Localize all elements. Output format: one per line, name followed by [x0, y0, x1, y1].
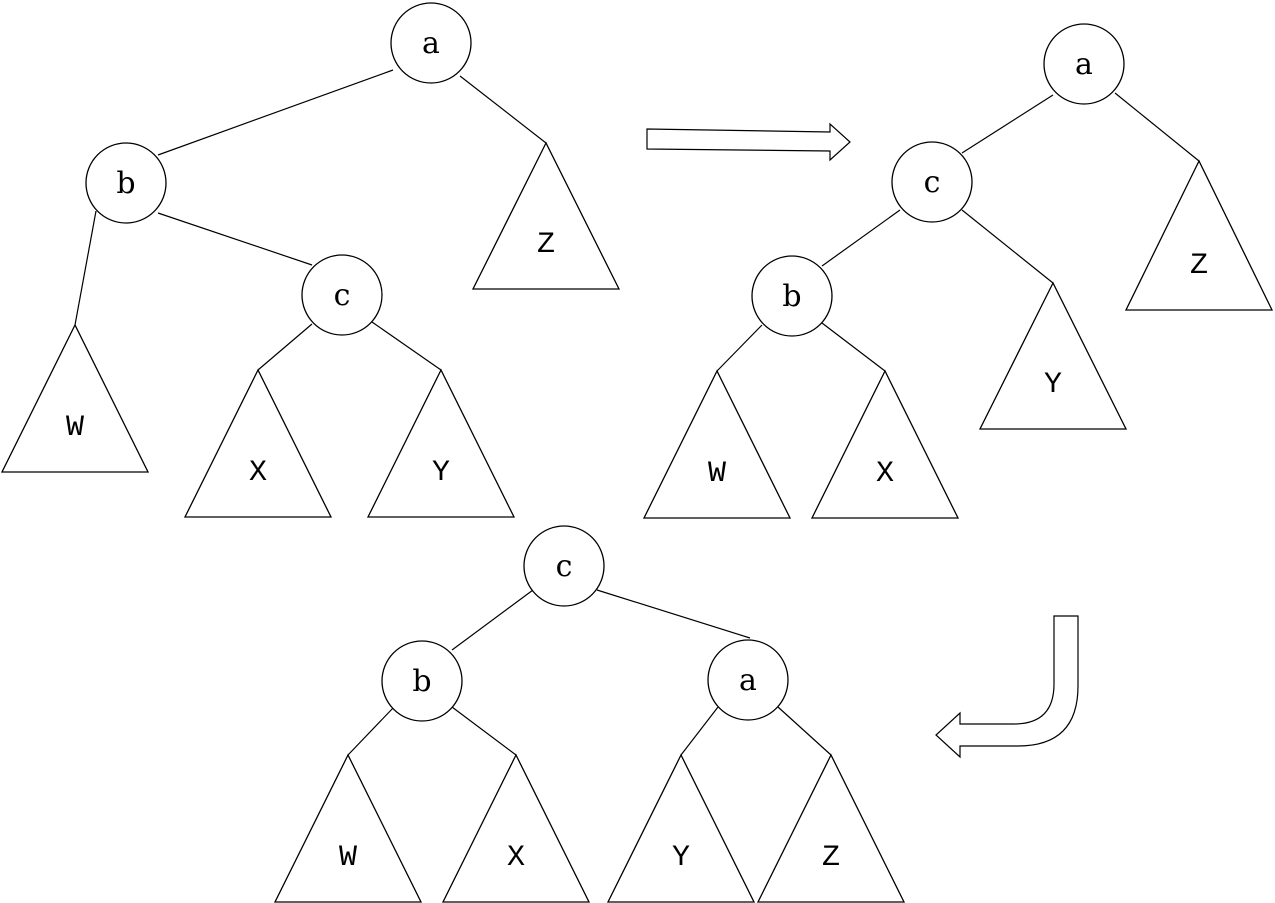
subtree-x-label: X — [876, 457, 894, 491]
edge-c-y — [961, 209, 1054, 284]
stage3-tree: c b a W X Y Z — [273, 525, 906, 903]
node-c-label: c — [924, 165, 941, 200]
subtree-y — [978, 281, 1128, 430]
subtree-y-label: Y — [432, 456, 450, 490]
subtree-x — [810, 369, 960, 519]
right-arrow-icon — [646, 122, 851, 162]
node-a — [390, 2, 472, 84]
node-c — [523, 525, 605, 607]
subtree-z-label: Z — [822, 841, 840, 875]
node-c-label: c — [556, 549, 573, 584]
edge-c-b — [821, 209, 901, 267]
edge-a-z — [1114, 92, 1200, 162]
node-b-label: b — [116, 166, 135, 201]
edge-a-y — [680, 706, 719, 756]
stage2-tree: a c b Z Y W X — [642, 23, 1274, 519]
node-a-label: a — [1075, 47, 1093, 82]
edge-c-b — [451, 589, 534, 651]
stage1-tree: a b c Z W X Y — [0, 2, 621, 518]
subtree-z — [756, 753, 906, 903]
subtree-w — [642, 369, 792, 519]
subtree-z-label: Z — [1190, 249, 1208, 283]
subtree-z — [1124, 159, 1274, 311]
node-a-label: a — [739, 663, 757, 698]
subtree-w-label: W — [339, 841, 357, 875]
subtree-x-label: X — [249, 456, 267, 490]
node-c-label: c — [334, 278, 351, 313]
edge-a-z — [459, 75, 547, 144]
subtree-y-label: Y — [1044, 368, 1062, 402]
edge-a-b — [157, 69, 394, 156]
edge-a-c — [961, 94, 1054, 154]
edge-b-w — [716, 324, 763, 372]
subtree-y — [606, 753, 756, 903]
subtree-z — [471, 141, 621, 290]
subtree-x — [183, 368, 333, 518]
edge-b-c — [157, 212, 313, 266]
node-a — [1043, 23, 1125, 105]
curved-arrow-icon — [935, 615, 1079, 759]
subtree-x-label: X — [507, 841, 525, 875]
subtree-w-label: W — [66, 411, 84, 445]
edge-c-y — [371, 321, 442, 371]
subtree-w — [273, 753, 423, 903]
node-c — [301, 254, 383, 336]
subtree-y-label: Y — [672, 841, 690, 875]
subtree-y — [366, 368, 516, 518]
node-b — [381, 640, 463, 722]
edge-a-z — [777, 706, 832, 756]
node-b-label: b — [412, 664, 431, 699]
subtree-z-label: Z — [537, 228, 555, 262]
node-a — [707, 639, 789, 721]
subtree-w — [0, 323, 150, 473]
node-c — [891, 141, 973, 223]
subtree-x — [441, 753, 591, 903]
edge-b-x — [821, 322, 886, 372]
node-b — [751, 255, 833, 337]
node-b — [85, 142, 167, 224]
edge-b-w — [347, 706, 395, 756]
node-b-label: b — [782, 279, 801, 314]
edge-b-x — [451, 706, 517, 756]
subtree-w-label: W — [708, 457, 726, 491]
edge-c-a — [596, 589, 751, 639]
edge-c-x — [257, 323, 313, 371]
node-a-label: a — [422, 26, 440, 61]
edge-b-w — [74, 210, 97, 326]
